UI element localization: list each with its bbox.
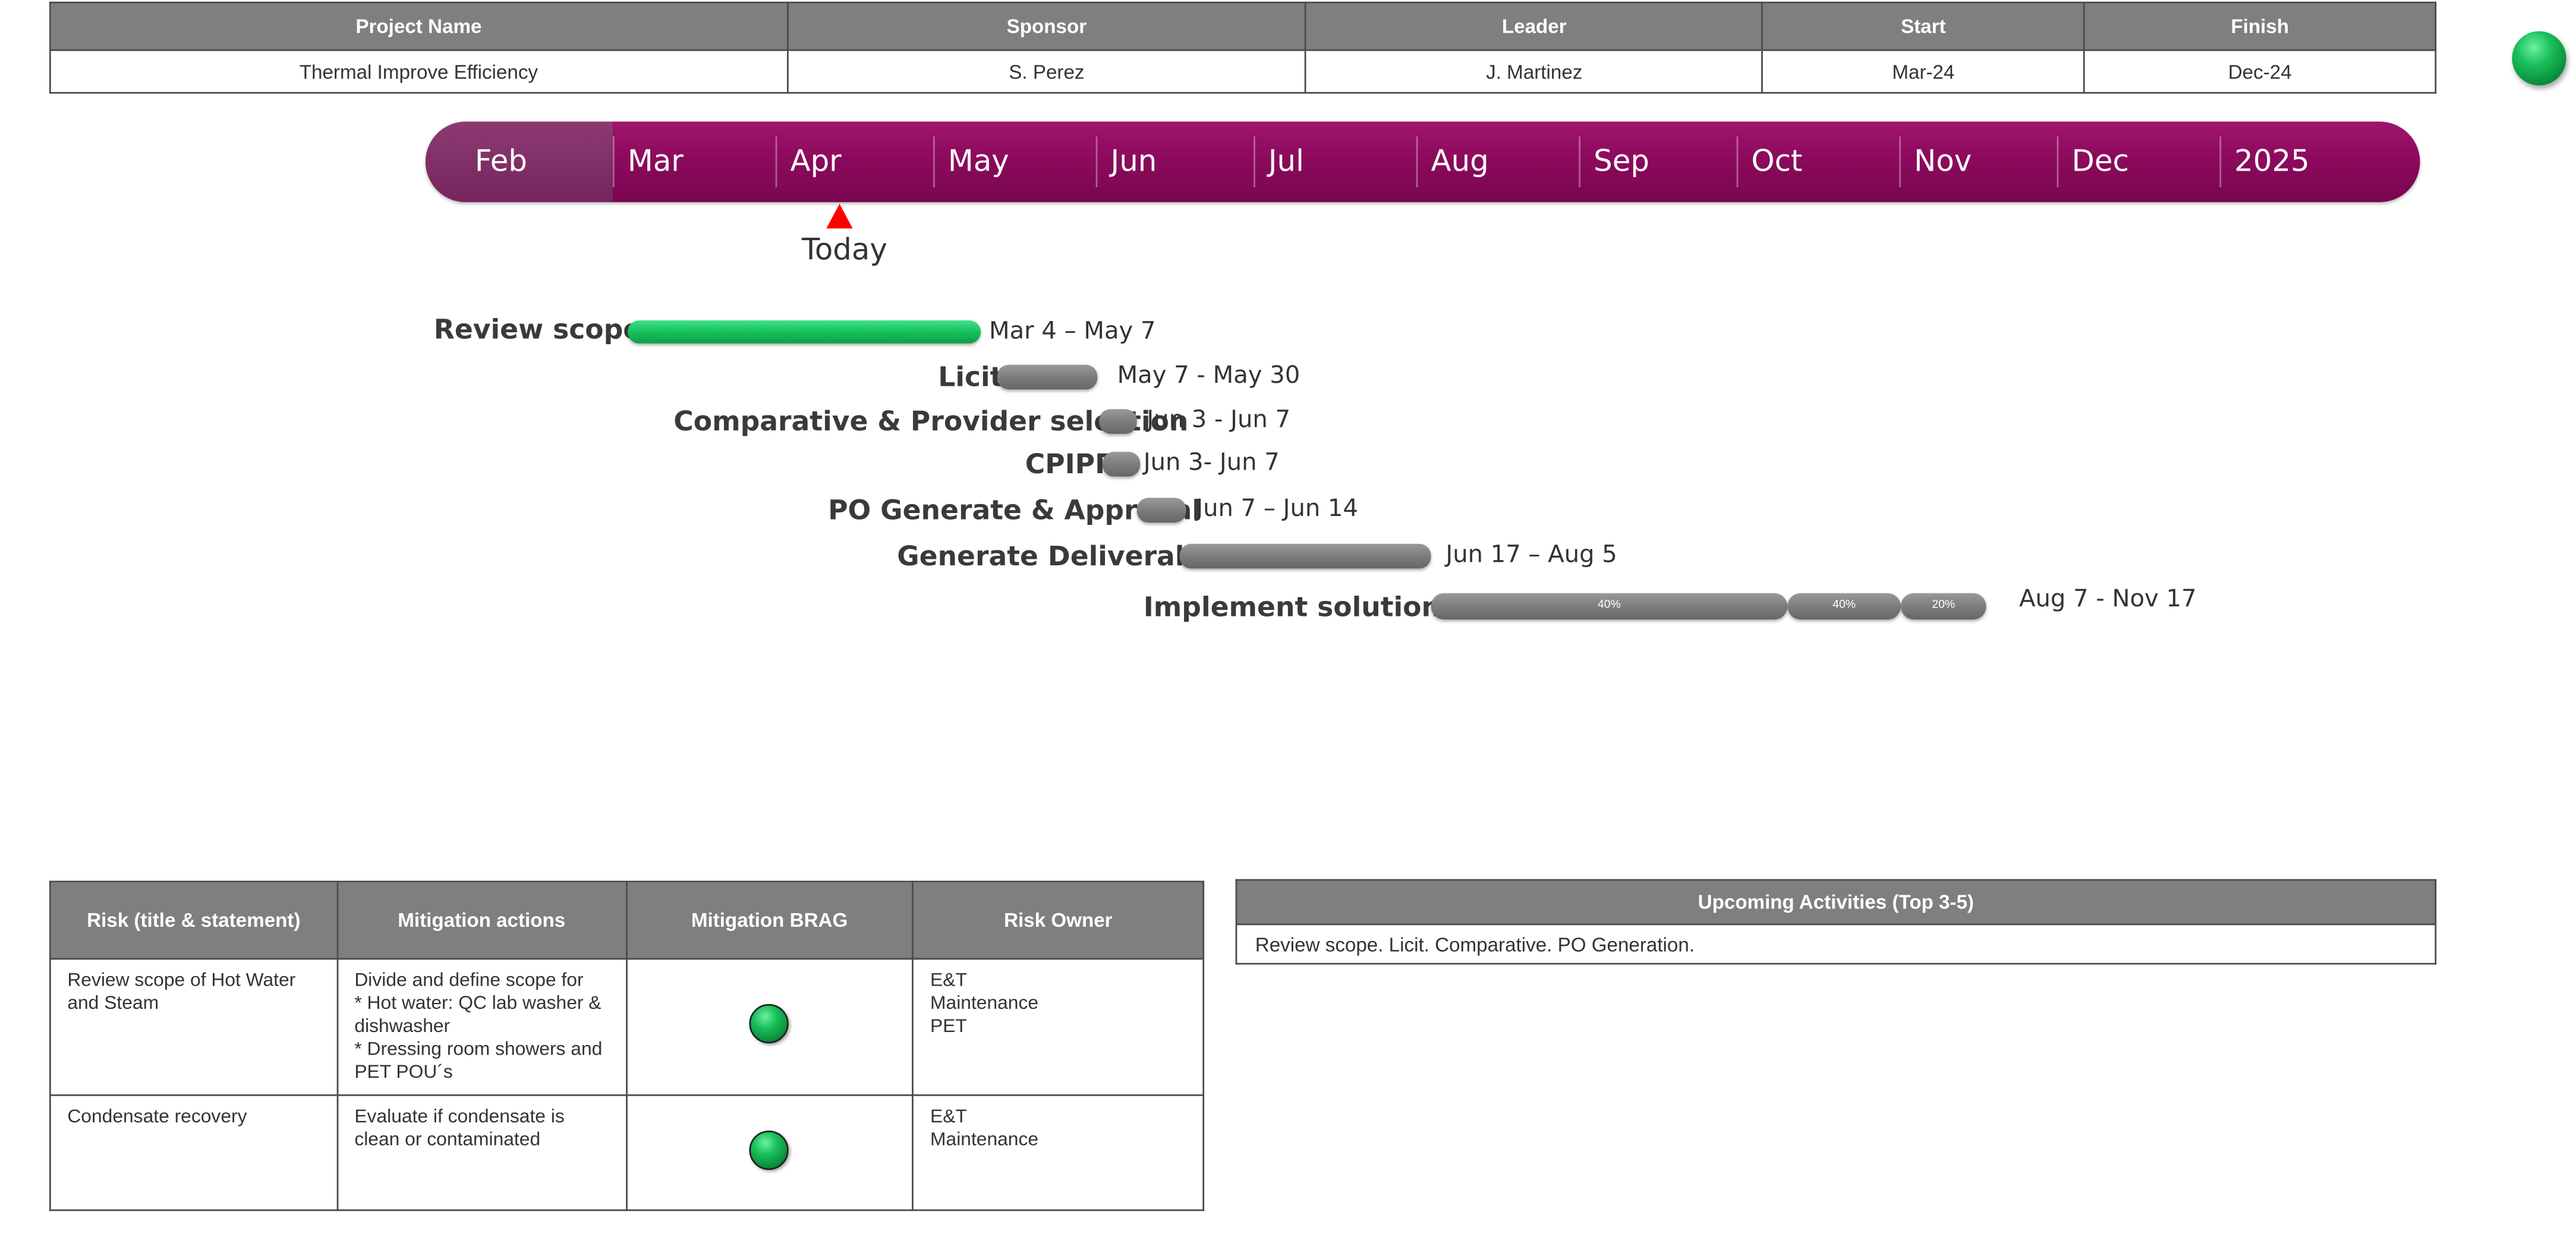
risk-cell: Review scope of Hot Water and Steam [49, 958, 338, 1096]
upcoming-header-row: Upcoming Activities (Top 3-5) [1235, 879, 2437, 926]
value-sponsor: S. Perez [786, 49, 1307, 94]
value-leader: J. Martinez [1305, 49, 1763, 94]
project-value-row: Thermal Improve Efficiency S. Perez J. M… [49, 49, 2437, 94]
month-oct: Oct [1751, 144, 1803, 180]
month-nov: Nov [1914, 144, 1972, 180]
header-finish: Finish [2083, 1, 2437, 51]
month-feb: Feb [474, 144, 527, 180]
task-dates-comparative: Jun 3 - Jun 7 [1147, 407, 1291, 434]
header-start: Start [1761, 1, 2085, 51]
header-project-name: Project Name [49, 1, 788, 51]
month-separator [775, 136, 777, 188]
upcoming-activities-table: Upcoming Activities (Top 3-5) Review sco… [1235, 879, 2437, 965]
project-header-row: Project Name Sponsor Leader Start Finish [49, 1, 2437, 51]
task-bar-cpipr [1102, 452, 1141, 477]
month-separator [1254, 136, 1255, 188]
task-dates-generate-deliverables: Jun 17 – Aug 5 [1446, 542, 1617, 569]
upcoming-text: Review scope. Licit. Comparative. PO Gen… [1235, 923, 2437, 965]
task-label-implement-solution: Implement solution [1143, 592, 1441, 623]
task-label-review-scope: Review scope [433, 313, 642, 345]
table-row: Condensate recovery Evaluate if condensa… [49, 1094, 1205, 1212]
risk-header-owner: Risk Owner [912, 880, 1205, 960]
risk-cell: Condensate recovery [49, 1094, 338, 1212]
mitigation-cell: Divide and define scope for * Hot water:… [336, 958, 627, 1096]
task-segment-implement-3: 20% [1901, 593, 1986, 620]
risk-header-row: Risk (title & statement) Mitigation acti… [49, 880, 1205, 960]
table-row: Review scope of Hot Water and Steam Divi… [49, 958, 1205, 1096]
month-separator [1899, 136, 1901, 188]
brag-green-status-icon [750, 1003, 789, 1044]
upcoming-row: Review scope. Licit. Comparative. PO Gen… [1235, 923, 2437, 965]
mitigation-cell: Evaluate if condensate is clean or conta… [336, 1094, 627, 1212]
owner-line: E&T [930, 1108, 967, 1128]
header-sponsor: Sponsor [786, 1, 1307, 51]
risk-header-brag: Mitigation BRAG [625, 880, 914, 960]
month-separator [613, 136, 615, 188]
mitigation-line: * Hot water: QC lab washer & dishwasher [354, 994, 602, 1037]
mitigation-line: Evaluate if condensate is clean or conta… [354, 1108, 565, 1150]
today-label: Today [801, 233, 887, 268]
task-segment-implement-2: 40% [1787, 593, 1901, 620]
upcoming-title: Upcoming Activities (Top 3-5) [1235, 879, 2437, 926]
today-marker-icon [826, 203, 853, 229]
owner-line: Maintenance [930, 994, 1039, 1014]
month-jun: Jun [1110, 144, 1157, 180]
task-segment-implement-1: 40% [1431, 593, 1788, 620]
task-bar-comparative [1099, 409, 1137, 434]
task-bar-generate-deliverables [1179, 543, 1431, 569]
task-dates-review-scope: Mar 4 – May 7 [988, 319, 1156, 345]
brag-cell [625, 1094, 914, 1212]
owner-line: Maintenance [930, 1130, 1039, 1150]
month-separator [1095, 136, 1098, 188]
owner-line: PET [930, 1017, 967, 1037]
task-bar-po-generate [1136, 498, 1186, 523]
month-jul: Jul [1268, 144, 1304, 180]
brag-green-status-icon [750, 1130, 789, 1169]
timeline-bar: Feb Mar Apr May Jun Jul Aug Sep Oct Nov … [425, 121, 2420, 202]
task-dates-cpipr: Jun 3- Jun 7 [1143, 450, 1280, 477]
risk-header-risk: Risk (title & statement) [49, 880, 338, 960]
value-start: Mar-24 [1761, 49, 2085, 94]
value-project-name: Thermal Improve Efficiency [49, 49, 788, 94]
month-2025: 2025 [2234, 144, 2310, 180]
month-aug: Aug [1431, 144, 1489, 180]
project-info-table: Project Name Sponsor Leader Start Finish… [49, 1, 2437, 94]
brag-cell [625, 958, 914, 1096]
mitigation-line: Divide and define scope for [354, 971, 584, 991]
project-status-indicator-icon [2512, 31, 2566, 86]
owner-cell: E&T Maintenance PET [912, 958, 1205, 1096]
month-apr: Apr [790, 144, 842, 180]
month-mar: Mar [627, 144, 684, 180]
month-sep: Sep [1594, 144, 1649, 180]
month-separator [1736, 136, 1739, 188]
month-separator [2057, 136, 2059, 188]
task-dates-implement-solution: Aug 7 - Nov 17 [2019, 586, 2197, 614]
mitigation-line: * Dressing room showers and PET POU´s [354, 1040, 603, 1083]
current-month-highlight [425, 121, 613, 202]
month-may: May [947, 144, 1009, 180]
risk-table: Risk (title & statement) Mitigation acti… [49, 880, 1205, 1212]
month-separator [1416, 136, 1418, 188]
owner-line: E&T [930, 971, 967, 991]
task-label-licit: Licit [938, 361, 1003, 393]
value-finish: Dec-24 [2083, 49, 2437, 94]
month-separator [1579, 136, 1581, 188]
month-separator [933, 136, 935, 188]
task-dates-licit: May 7 - May 30 [1117, 363, 1300, 390]
task-dates-po-generate: Jun 7 – Jun 14 [1196, 496, 1359, 523]
task-bar-licit [997, 364, 1098, 390]
month-dec: Dec [2071, 144, 2129, 180]
task-bar-review-scope [627, 320, 981, 344]
risk-header-mitigation: Mitigation actions [336, 880, 627, 960]
task-label-cpipr: CPIPR [1025, 448, 1116, 480]
owner-cell: E&T Maintenance [912, 1094, 1205, 1212]
month-separator [2219, 136, 2222, 188]
header-leader: Leader [1305, 1, 1763, 51]
